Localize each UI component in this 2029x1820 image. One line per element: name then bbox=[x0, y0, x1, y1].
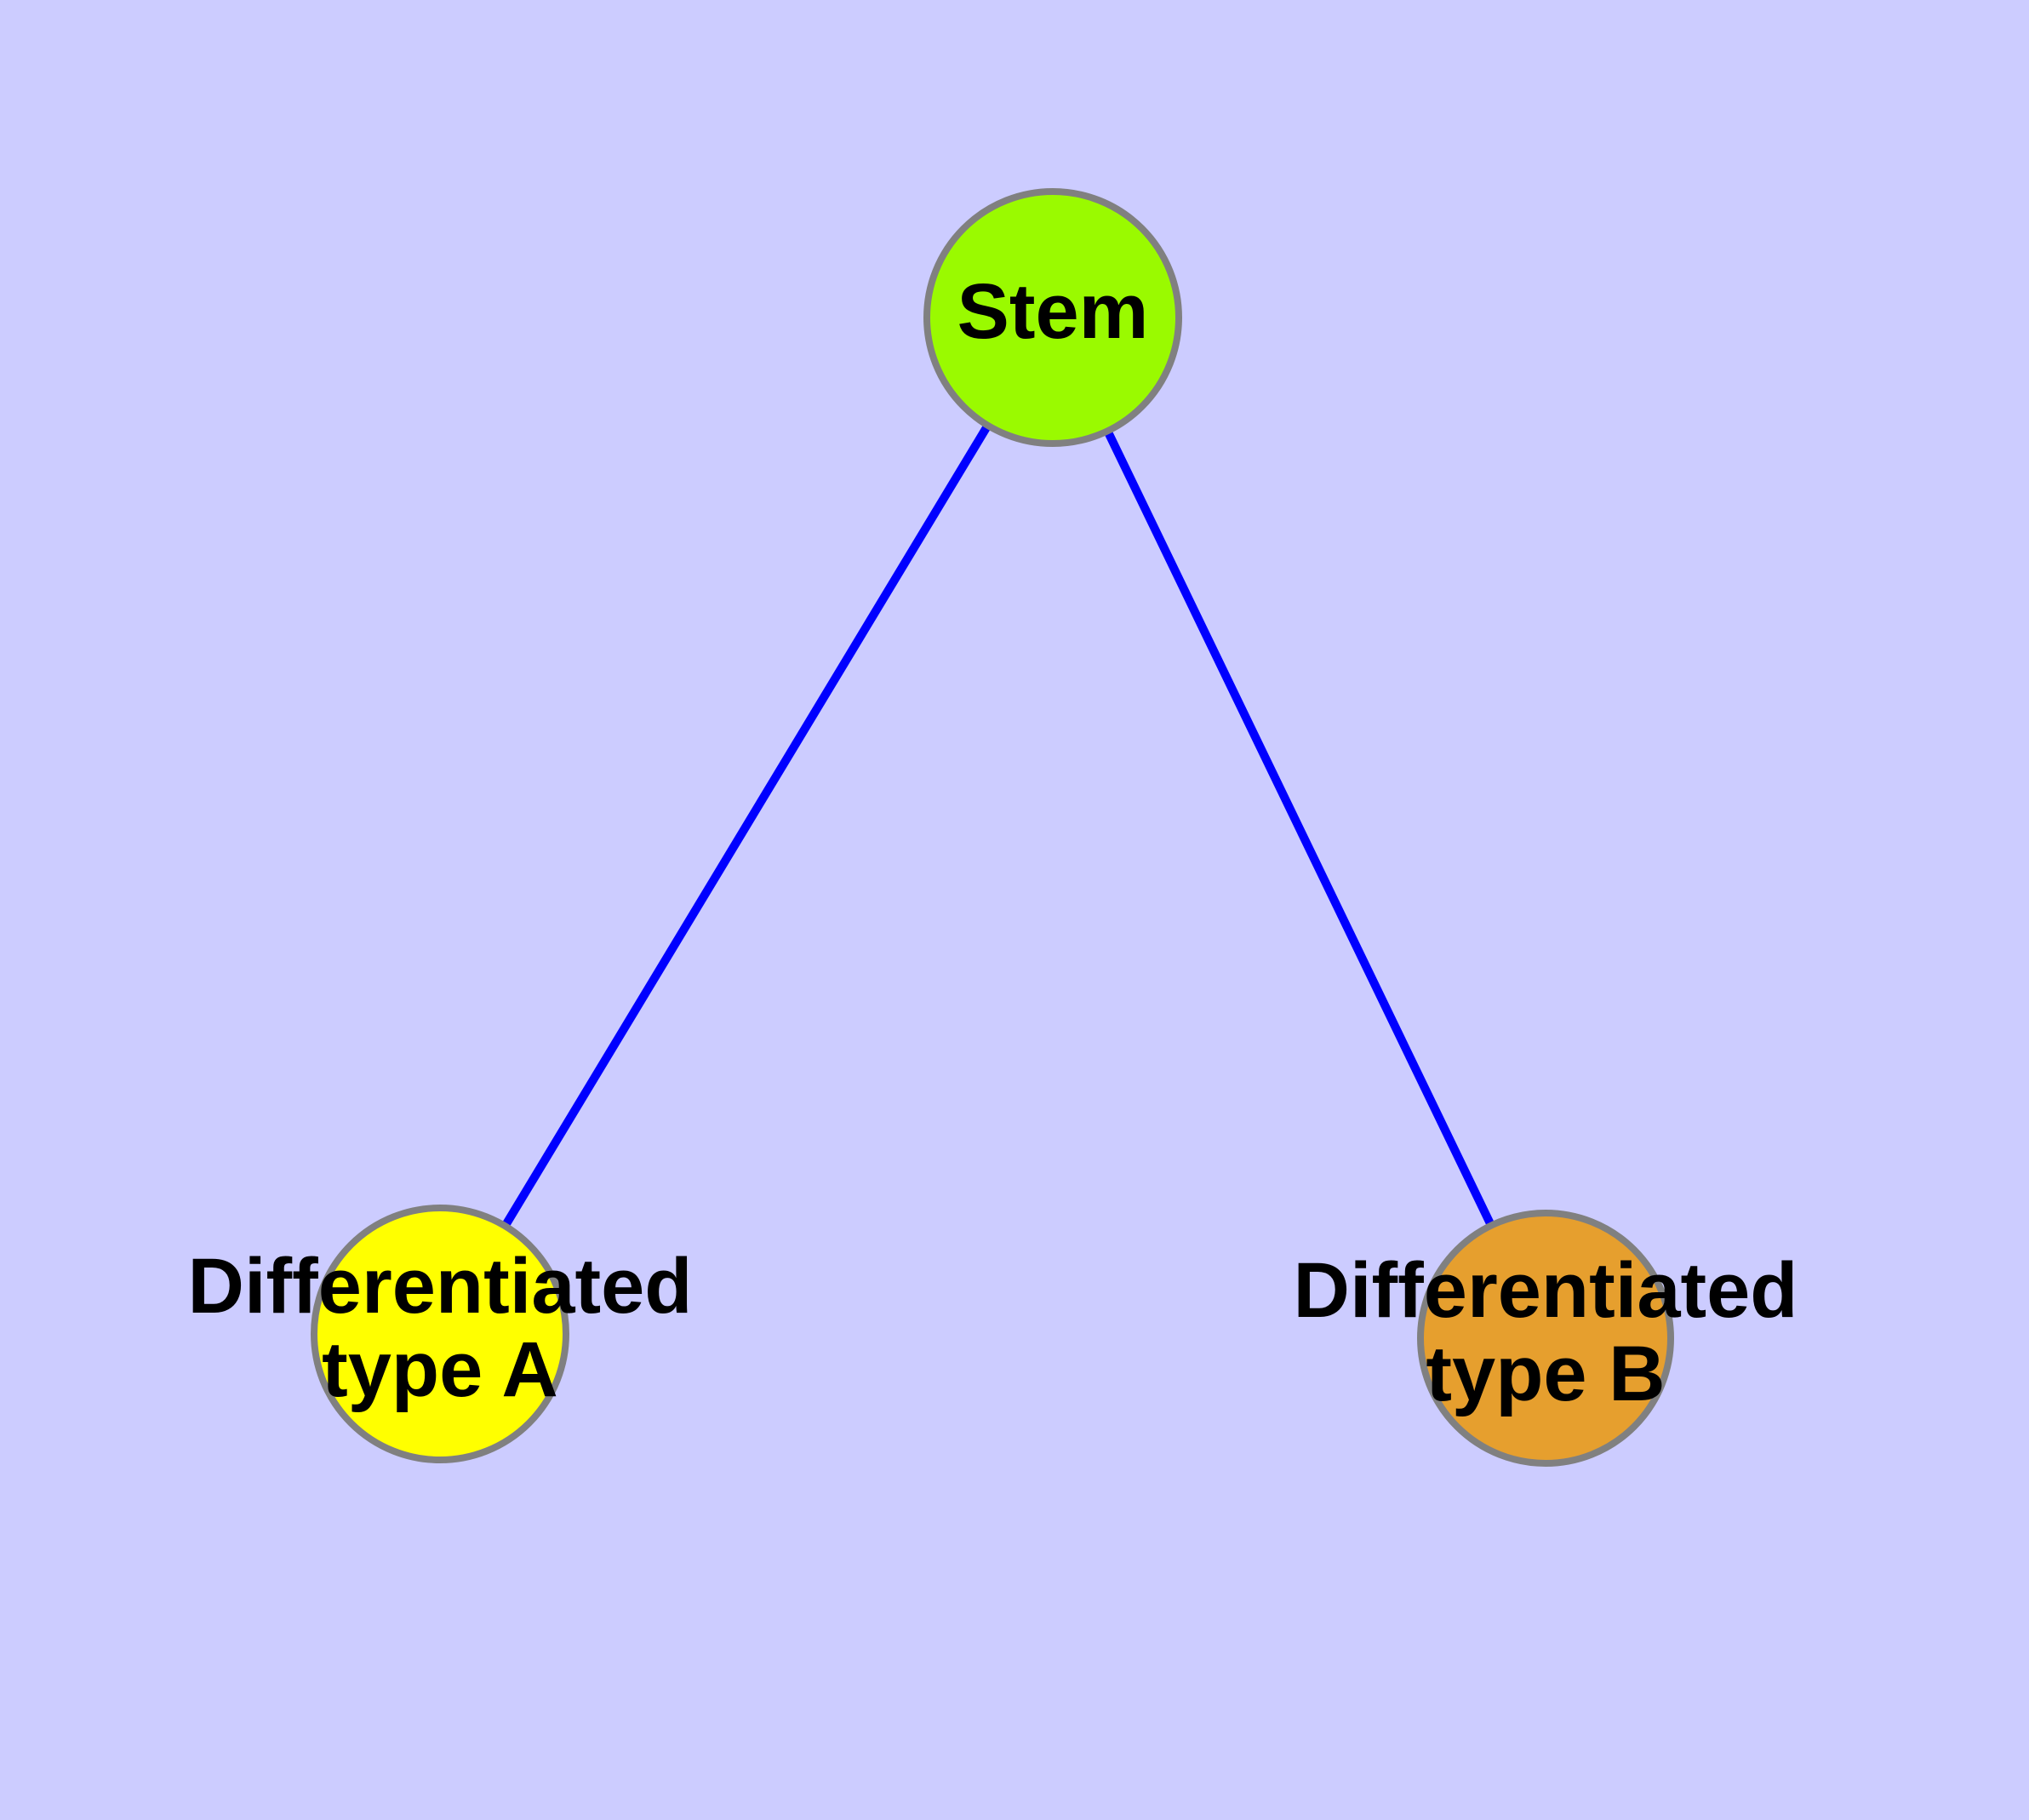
nodes-layer bbox=[311, 188, 1674, 1467]
edge-stem-to-diff_a[interactable] bbox=[501, 423, 992, 1228]
edge-stem-to-diff_b[interactable] bbox=[1103, 429, 1495, 1228]
node-label-line: type A bbox=[322, 1327, 558, 1414]
node-diff_a[interactable] bbox=[311, 1205, 569, 1463]
node-diff_b[interactable] bbox=[1417, 1210, 1674, 1467]
edges-layer bbox=[501, 423, 1495, 1228]
node-label-line: Stem bbox=[957, 268, 1149, 355]
node-label-line: type B bbox=[1426, 1331, 1665, 1418]
node-label-line: Differentiated bbox=[188, 1243, 693, 1330]
node-label-stem: Stem bbox=[957, 268, 1149, 355]
node-label-line: Differentiated bbox=[1294, 1247, 1798, 1334]
node-stem[interactable] bbox=[923, 188, 1182, 447]
